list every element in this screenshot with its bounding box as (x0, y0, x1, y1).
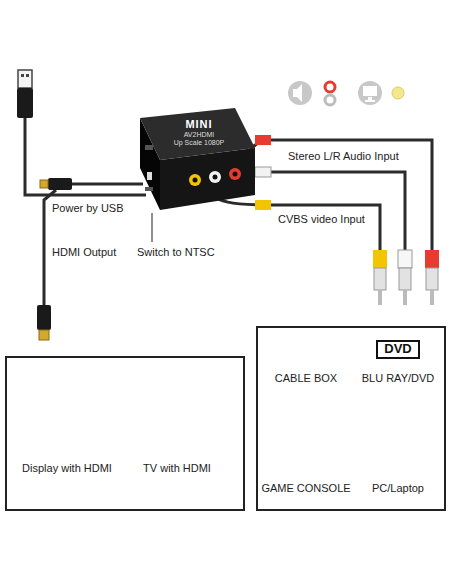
rca-plug-white (255, 167, 271, 177)
red-jack-symbol (325, 82, 335, 92)
icon-disc (288, 81, 312, 105)
dvd-logo-text: DVD (384, 342, 412, 357)
rca-plug-red (425, 250, 439, 305)
monitor-base (365, 100, 375, 102)
hdmi-port (145, 145, 153, 150)
speaker-symbol (293, 84, 302, 102)
device-caption: CABLE BOX (260, 372, 352, 385)
box-top-face (140, 108, 255, 160)
icon-disc (358, 81, 382, 105)
jack-hole (193, 178, 198, 183)
plug-tip (430, 290, 434, 305)
model-text: AV2HDMI (168, 131, 230, 139)
hdmi-plug-body (48, 178, 72, 190)
device-caption: PC/Laptop (352, 482, 444, 495)
audio-icon (288, 81, 312, 105)
spec-text: Up Scale 1080P (168, 139, 230, 147)
video-icon (358, 81, 382, 105)
ntsc-switch (147, 172, 152, 180)
monitor-stand (368, 97, 372, 100)
rca-jack-white (209, 171, 221, 183)
rca-plug-yellow (373, 250, 387, 305)
plug-tip (378, 290, 382, 305)
device-caption: Display with HDMI (13, 462, 121, 475)
usb-plug-metal (18, 70, 32, 88)
rca-plug-red (255, 135, 271, 145)
plug-collar (425, 250, 439, 268)
hdmi-plug-body (37, 305, 51, 330)
usb-plug-hole (21, 74, 24, 77)
plug-body (374, 268, 386, 290)
rca-plug-yellow (255, 200, 271, 210)
dvd-badge: DVD (376, 340, 420, 359)
usb-cable (25, 118, 146, 195)
port-label: HDMI Output (52, 246, 116, 259)
hdmi-cable (72, 183, 143, 186)
converter-label: MINIAV2HDMIUp Scale 1080P (168, 118, 230, 147)
hdmi-plug-tip (39, 330, 49, 340)
usb-port (145, 187, 153, 191)
device-caption: TV with HDMI (125, 462, 229, 475)
port-label: Switch to NTSC (137, 246, 215, 259)
input-label: Stereo L/R Audio Input (288, 150, 399, 163)
plug-body (399, 268, 411, 290)
rca-jack-yellow (189, 174, 201, 186)
plug-collar (373, 250, 387, 268)
brand-text: MINI (168, 118, 230, 131)
plug-body (426, 268, 438, 290)
white-jack-symbol (325, 95, 335, 105)
output-panel: Display with HDMI TV with HDMI (5, 356, 245, 511)
device-caption: BLU RAY/DVD (352, 372, 444, 385)
rca-plug-white (398, 250, 412, 305)
plug-collar (398, 250, 412, 268)
monitor-symbol (363, 86, 377, 96)
input-label: CVBS video Input (278, 213, 365, 226)
rca-jack-red (229, 168, 241, 180)
jack-hole (233, 172, 238, 177)
source-panel: CABLE BOXBLU RAY/DVD GAME CONSOLEPC/Lapto… (256, 326, 446, 511)
converter-box (140, 108, 255, 210)
rca-cable-red (237, 140, 432, 250)
yellow-jack-symbol (392, 87, 404, 99)
leader-line (152, 213, 153, 242)
jack-hole (213, 175, 218, 180)
device-caption: GAME CONSOLE (260, 482, 352, 495)
hdmi-plug-tip (40, 180, 48, 188)
plug-tip (403, 290, 407, 305)
port-label: Power by USB (52, 202, 124, 215)
usb-plug-body (17, 88, 33, 118)
usb-plug-hole (26, 74, 29, 77)
